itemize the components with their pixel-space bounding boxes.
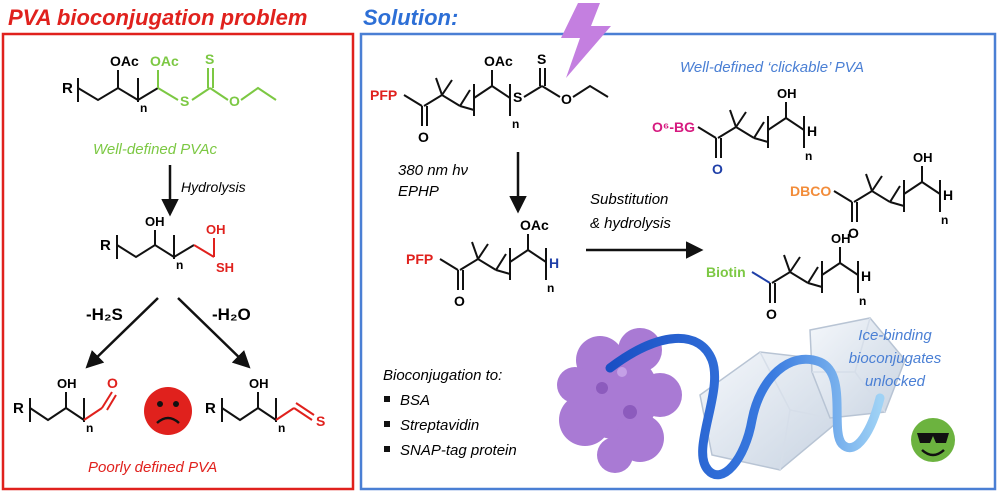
svg-text:O⁶-BG: O⁶-BG xyxy=(652,119,695,135)
label-substitution: Substitution xyxy=(590,191,668,208)
o6bg-pva-structure: O⁶-BG O OH H n xyxy=(652,86,817,177)
svg-text:OAc: OAc xyxy=(110,53,139,69)
aldehyde-product-structure: R n OH O xyxy=(13,375,118,435)
thiol-intermediate-structure: R n OH OH SH xyxy=(100,214,234,275)
bioconj-item: SNAP-tag protein xyxy=(400,442,517,459)
label-minus-h2s: -H₂S xyxy=(86,305,123,324)
svg-text:S: S xyxy=(513,89,522,105)
svg-text:n: n xyxy=(547,281,554,295)
arrow-elim-h2o xyxy=(177,297,251,369)
svg-text:R: R xyxy=(100,237,111,254)
ice-line-3: unlocked xyxy=(865,373,926,390)
svg-text:OH: OH xyxy=(57,376,77,391)
svg-text:O: O xyxy=(418,129,429,145)
ice-line-2: bioconjugates xyxy=(849,350,942,367)
svg-text:S: S xyxy=(537,51,546,67)
svg-text:OH: OH xyxy=(777,86,797,101)
left-panel-title: PVA bioconjugation problem xyxy=(8,5,307,30)
happy-sunglasses-face-icon xyxy=(911,418,955,462)
pvac-structure: R n OAc OAc S S O xyxy=(62,51,277,115)
protein-blob-illustration xyxy=(557,328,682,473)
svg-text:OAc: OAc xyxy=(484,53,513,69)
svg-text:O: O xyxy=(712,161,723,177)
svg-text:OAc: OAc xyxy=(150,53,179,69)
atom-r: R xyxy=(62,80,73,97)
dbco-pva-structure: DBCO O OH H n xyxy=(790,150,953,241)
svg-text:S: S xyxy=(180,93,189,109)
svg-text:O: O xyxy=(766,306,777,322)
svg-text:OH: OH xyxy=(206,222,226,237)
svg-text:Biotin: Biotin xyxy=(706,264,746,280)
subtitle-clickable-pva: Well-defined ‘clickable’ PVA xyxy=(680,59,864,76)
cond-ephp: EPHP xyxy=(398,183,439,200)
svg-text:H: H xyxy=(549,255,559,271)
svg-text:R: R xyxy=(205,400,216,417)
svg-text:R: R xyxy=(13,400,24,417)
svg-text:PFP: PFP xyxy=(406,251,433,267)
label-hydrolysis: Hydrolysis xyxy=(181,179,246,195)
svg-text:O: O xyxy=(229,93,240,109)
bioconj-item: Streptavidin xyxy=(400,417,479,434)
svg-text:S: S xyxy=(316,413,325,429)
svg-text:OH: OH xyxy=(145,214,165,229)
svg-text:O: O xyxy=(454,293,465,309)
svg-text:n: n xyxy=(278,421,285,435)
svg-text:OH: OH xyxy=(913,150,933,165)
pfp-pvac-xanthate-structure: PFP O OAc n S S O xyxy=(370,51,609,145)
svg-text:H: H xyxy=(943,187,953,203)
svg-text:OH: OH xyxy=(831,231,851,246)
label-minus-h2o: -H₂O xyxy=(212,305,251,324)
right-panel-title: Solution: xyxy=(363,5,458,30)
arrow-elim-h2s xyxy=(85,297,159,369)
svg-text:n: n xyxy=(805,149,812,163)
thioaldehyde-product-structure: R n OH S xyxy=(205,376,325,435)
left-panel-frame xyxy=(1,32,355,491)
svg-text:H: H xyxy=(861,268,871,284)
svg-text:O: O xyxy=(848,225,859,241)
svg-text:n: n xyxy=(140,101,147,115)
svg-text:DBCO: DBCO xyxy=(790,183,831,199)
svg-text:O: O xyxy=(561,91,572,107)
polymer-ribbon-illustration xyxy=(605,334,885,480)
svg-text:n: n xyxy=(86,421,93,435)
ice-line-1: Ice-binding xyxy=(858,327,932,344)
svg-text:S: S xyxy=(205,51,214,67)
caption-poorly-defined-pva: Poorly defined PVA xyxy=(88,459,217,476)
right-panel-frame xyxy=(359,32,997,491)
svg-text:OAc: OAc xyxy=(520,217,549,233)
caption-well-defined-pvac: Well-defined PVAc xyxy=(93,141,217,158)
svg-text:n: n xyxy=(176,258,183,272)
lightning-icon xyxy=(561,3,611,78)
svg-text:n: n xyxy=(859,294,866,308)
svg-text:O: O xyxy=(107,375,118,391)
svg-text:SH: SH xyxy=(216,260,234,275)
svg-text:n: n xyxy=(512,117,519,131)
pfp-pvac-h-structure: PFP O OAc H n xyxy=(406,217,559,309)
bioconj-item: BSA xyxy=(400,392,430,409)
sad-face-icon xyxy=(144,387,192,435)
biotin-pva-structure: Biotin O OH H n xyxy=(706,231,871,322)
label-hydrolysis-right: & hydrolysis xyxy=(590,215,671,232)
bioconj-list: BSA Streptavidin SNAP-tag protein xyxy=(384,392,517,459)
bioconj-title: Bioconjugation to: xyxy=(383,367,502,384)
svg-text:n: n xyxy=(941,213,948,227)
svg-text:OH: OH xyxy=(249,376,269,391)
svg-text:PFP: PFP xyxy=(370,87,397,103)
svg-text:H: H xyxy=(807,123,817,139)
cond-380nm: 380 nm hν xyxy=(398,162,469,179)
